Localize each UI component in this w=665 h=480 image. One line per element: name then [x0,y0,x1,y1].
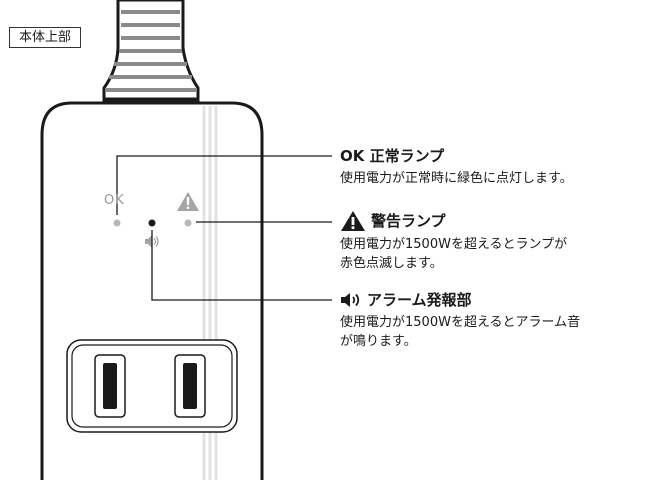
callout-warning-title: 警告ランプ [371,212,446,230]
ok-led [113,219,121,227]
callout-warning-description: 使用電力が1500Wを超えるとランプが 赤色点滅します。 [340,235,567,273]
callout-ok-description: 使用電力が正常時に緑色に点灯します。 [340,171,573,186]
warning-led [184,219,192,227]
callout-alarm-description-line: 使用電力が1500Wを超えるとアラーム音 [340,315,581,330]
speaker-icon [341,293,360,307]
device-ok-label: OK [104,193,125,208]
leader-lines [116,155,332,301]
device-warning-icon [177,192,199,211]
callout-warning-description-line: 使用電力が1500Wを超えるとランプが [340,237,568,252]
callout-warning-heading: 警告ランプ [340,210,567,232]
callout-alarm-description: 使用電力が1500Wを超えるとアラーム音 が鳴ります。 [340,313,580,351]
callout-alarm-heading: アラーム発報部 [340,290,580,310]
leader-line-ok [116,155,332,215]
callout-alarm-description-line: が鳴ります。 [340,334,417,349]
callout-ok-title: OK 正常ランプ [340,147,445,165]
device-speaker-icon [145,235,159,248]
callout-ok-lamp: OK 正常ランプ 使用電力が正常時に緑色に点灯します。 [340,146,573,188]
callout-alarm: アラーム発報部 使用電力が1500Wを超えるとアラーム音 が鳴ります。 [340,290,580,351]
power-cord [102,0,200,102]
callout-alarm-title: アラーム発報部 [367,291,472,309]
callout-warning-lamp: 警告ランプ 使用電力が1500Wを超えるとランプが 赤色点滅します。 [340,210,567,273]
leader-line-alarm [151,230,332,301]
callout-warning-description-line: 赤色点滅します。 [340,256,443,271]
ac-outlet [66,339,238,433]
body-top-label: 本体上部 [9,27,81,48]
warning-triangle-icon [341,211,365,231]
alarm-speaker-hole [148,219,156,227]
